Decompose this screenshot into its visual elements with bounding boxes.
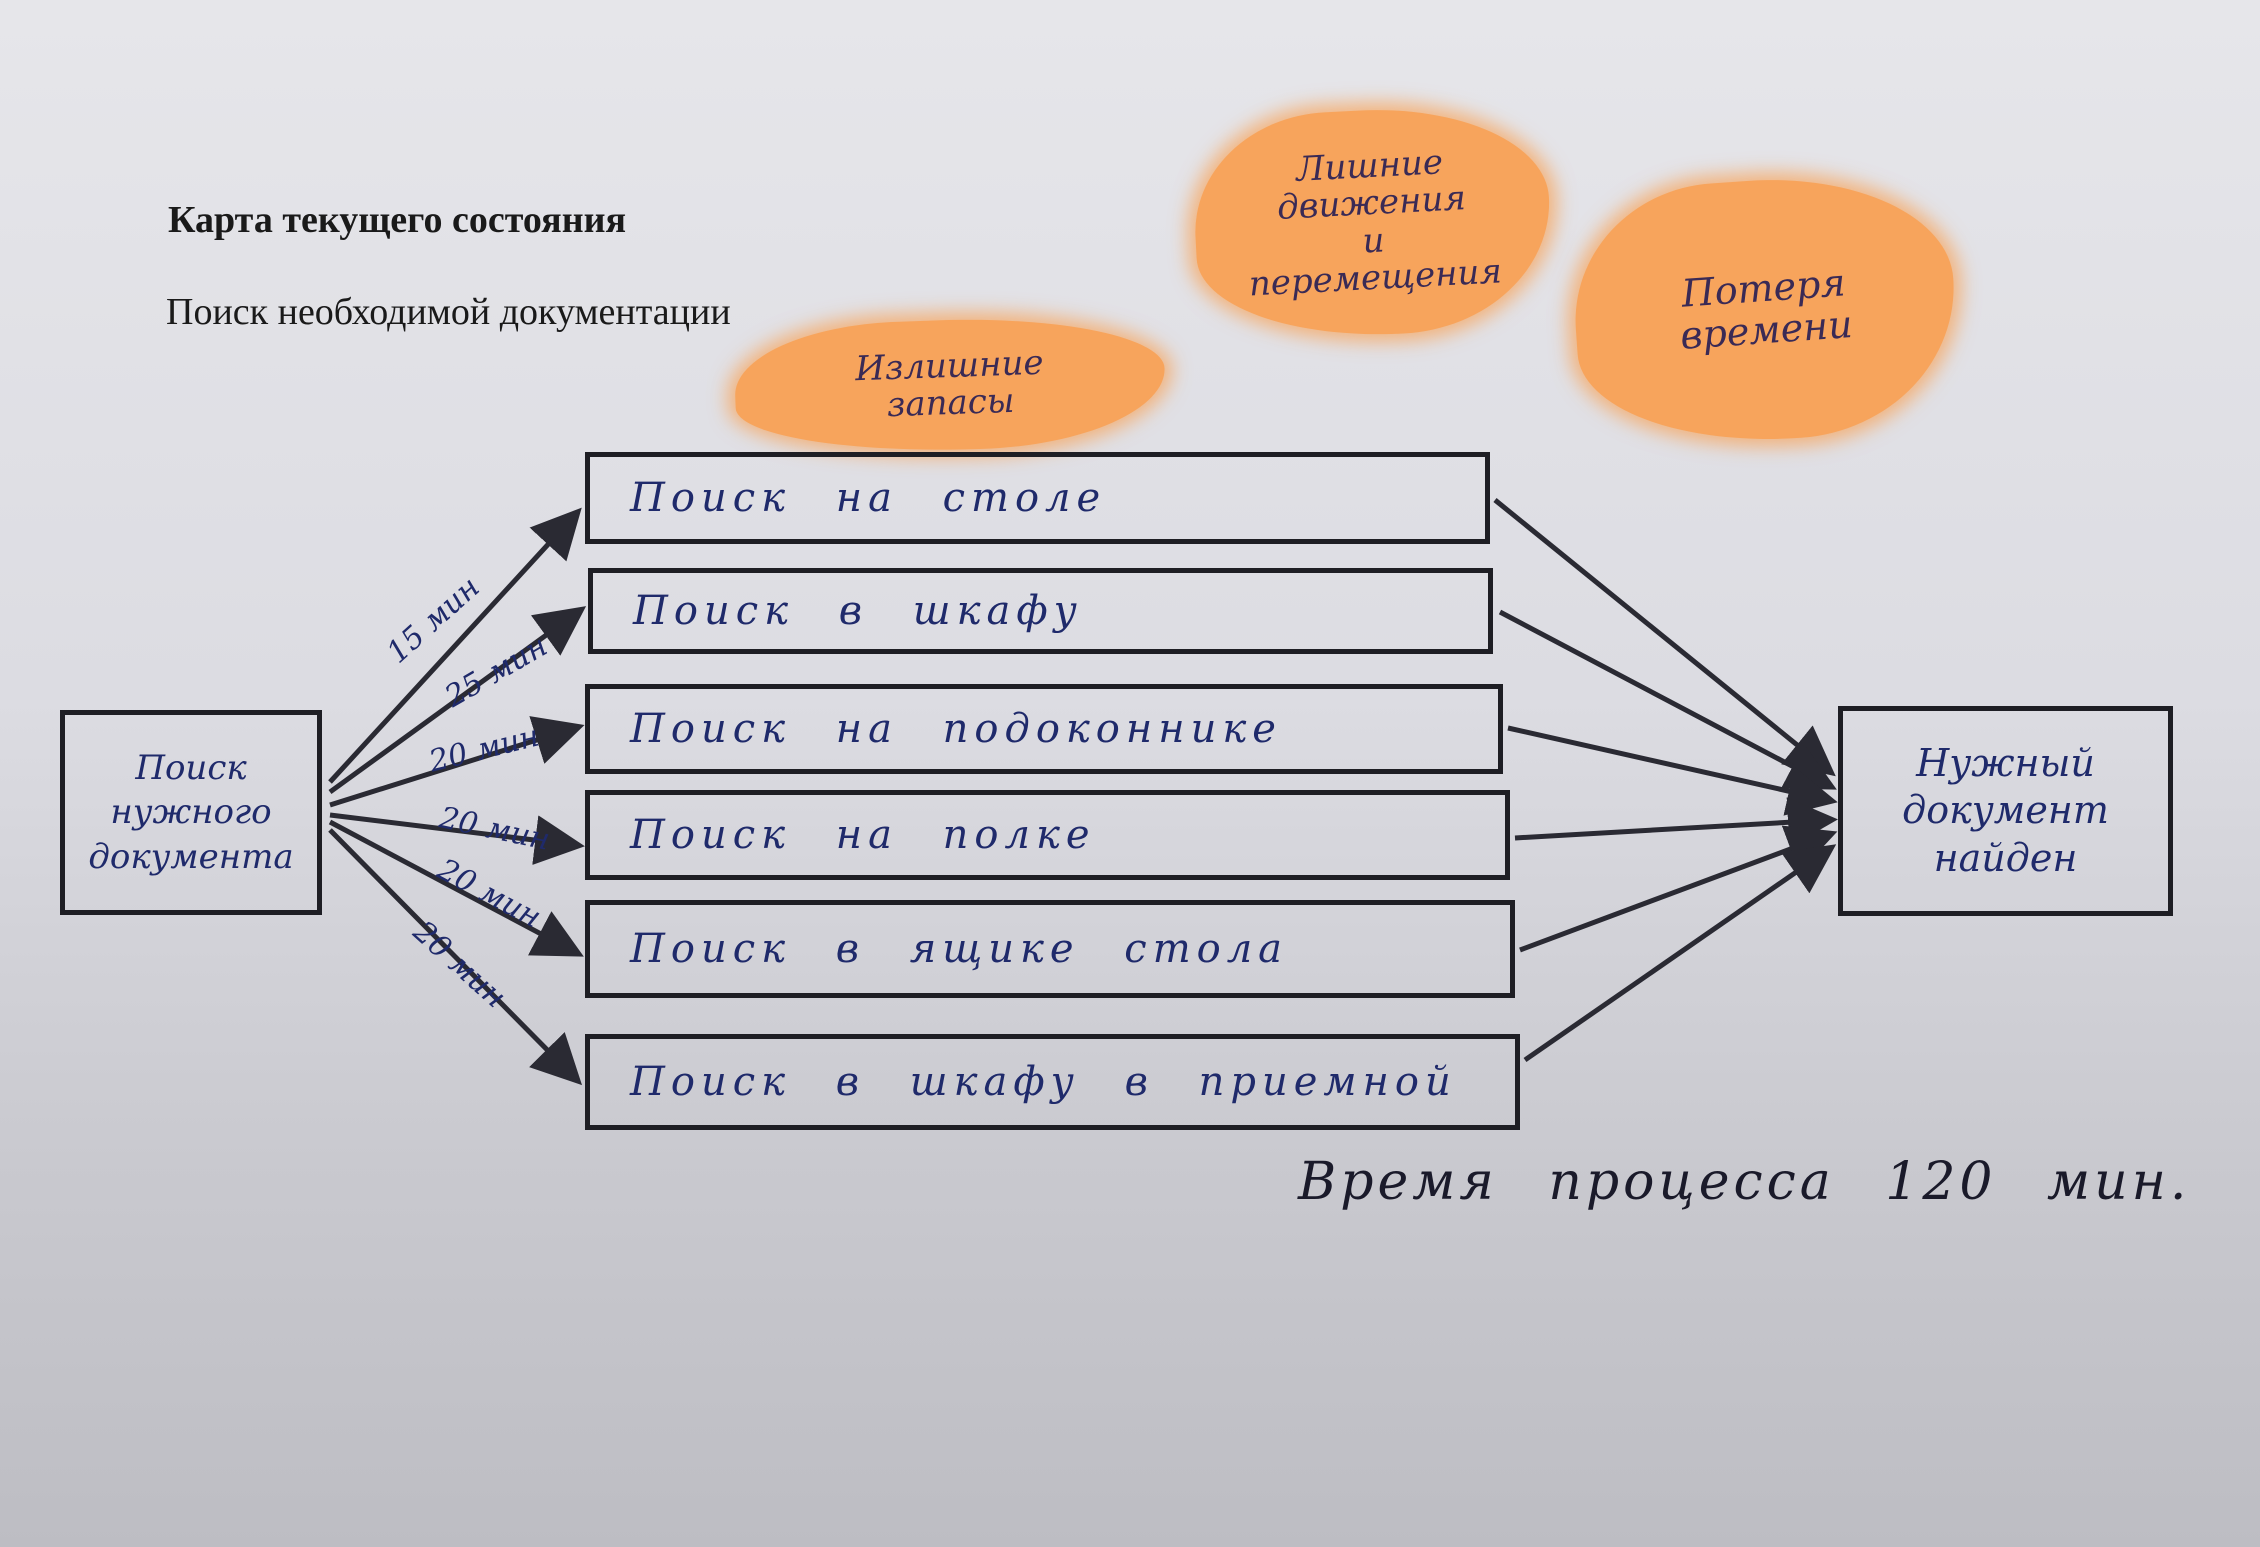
arrow-from-step-5 [1519,825,1838,953]
step-label: Поиск в ящике стола [630,926,1289,972]
page-subtitle: Поиск необходимой документации [166,291,731,333]
arrow-from-step-1 [1493,498,1836,777]
start-line: нужного [110,792,272,833]
step-label: Поиск в шкафу [633,588,1083,634]
arrow-from-step-4 [1514,797,1838,848]
step-label: Поиск на столе [630,475,1107,521]
end-line: Нужный [1916,740,2095,785]
page-title: Карта текущего состояния [168,199,627,241]
step-box-reception-cabinet: Поиск в шкафу в приемной [585,1034,1520,1130]
start-line: Поиск [135,748,247,789]
end-line: документ [1902,788,2109,833]
step-box-shelf: Поиск на полке [585,790,1510,880]
total-process-time: Время процесса 120 мин. [1298,1152,2191,1212]
arrow-to-step-6 [328,828,583,1086]
step-box-desk: Поиск на столе [585,452,1490,544]
start-node: Поиск нужного документа [60,710,322,915]
step-label: Поиск на подоконнике [630,706,1282,752]
arrow-to-step-4 [329,812,585,865]
end-node: Нужный документ найден [1838,706,2173,916]
arrow-from-step-2 [1498,609,1837,790]
step-box-drawer: Поиск в ящике стола [585,900,1515,998]
start-line: документа [88,836,294,877]
step-box-windowsill: Поиск на подоконнике [585,684,1503,774]
step-label: Поиск на полке [630,812,1096,858]
arrow-to-step-3 [329,716,585,808]
arrow-from-step-6 [1523,844,1837,1063]
arrow-to-step-2 [328,606,587,795]
arrow-to-step-5 [328,819,584,957]
arrow-to-step-1 [328,507,582,784]
step-box-cabinet: Поиск в шкафу [588,568,1493,654]
arrow-from-step-3 [1507,725,1838,816]
step-label: Поиск в шкафу в приемной [630,1059,1457,1105]
end-line: найден [1933,835,2078,880]
